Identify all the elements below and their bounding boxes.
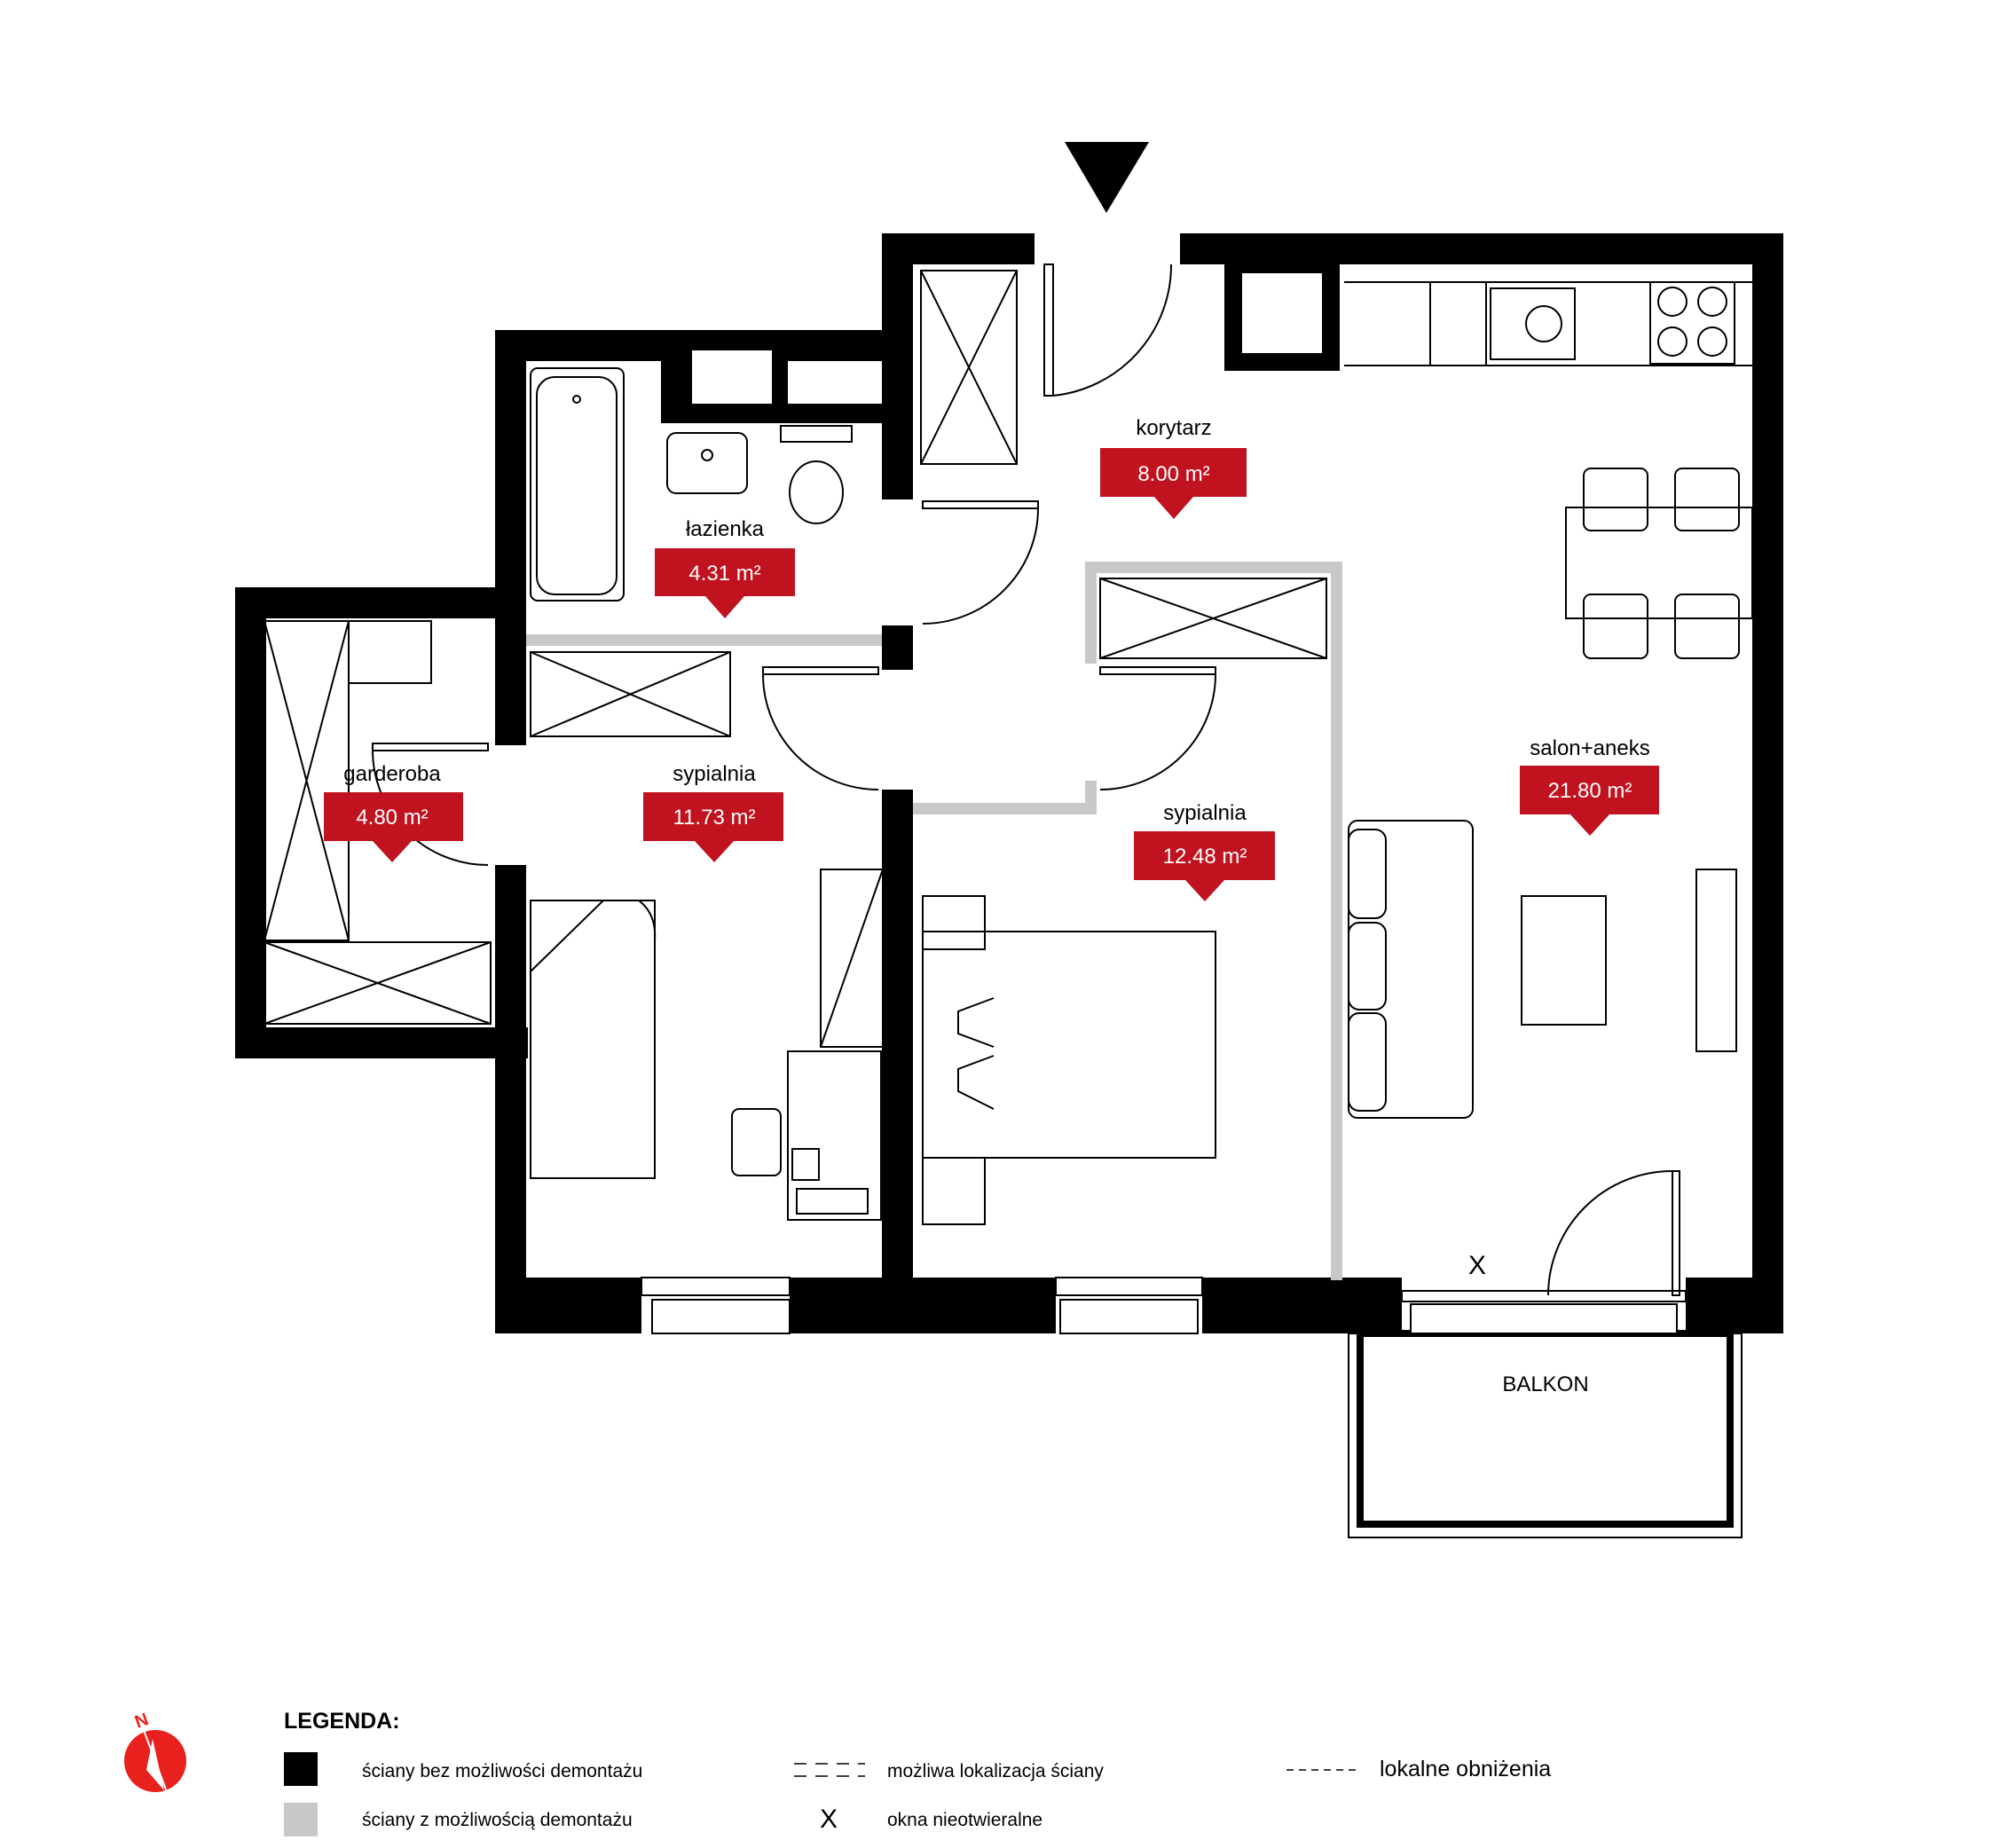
legend-removable-walls: ściany z możliwością demontażu: [362, 1810, 633, 1830]
fixed-windows-symbol: X: [820, 1805, 838, 1834]
area-badge: [324, 792, 463, 862]
legend-swatch-fixed-walls: [284, 1752, 318, 1786]
area-badge: [1134, 831, 1275, 901]
room-name: korytarz: [1136, 416, 1211, 440]
legend-symbols: X: [794, 1763, 1359, 1834]
legend-swatch-removable-walls: [284, 1803, 318, 1836]
svg-text:N: N: [132, 1710, 151, 1733]
area-badge: [655, 548, 795, 618]
entrance-arrow-icon: [1065, 142, 1149, 213]
room-area: 12.48 m²: [1163, 845, 1247, 869]
room-area: 11.73 m²: [673, 806, 756, 830]
shaft-voids: [266, 273, 1322, 1027]
doors: [372, 263, 1680, 1296]
room-name: salon+aneks: [1530, 736, 1649, 760]
room-name: sypialnia: [1163, 801, 1247, 825]
legend-fixed-walls: ściany bez możliwości demontażu: [362, 1761, 643, 1781]
room-name: sypialnia: [673, 762, 756, 786]
room-salon-aneks: salon+aneks 21.80 m²: [1520, 736, 1659, 836]
furniture: [264, 270, 1753, 1225]
room-area: 21.80 m²: [1548, 779, 1632, 803]
balcony-label: BALKON: [1502, 1372, 1588, 1396]
legend-title: LEGENDA:: [284, 1709, 400, 1734]
room-garderoba: garderoba 4.80 m²: [324, 762, 463, 862]
fixed-window-mark: X: [1468, 1251, 1486, 1280]
room-area: 4.31 m²: [688, 562, 760, 586]
room-name: łazienka: [686, 517, 765, 541]
compass-icon: N: [124, 1710, 186, 1797]
legend-fixed-windows: okna nieotwieralne: [887, 1810, 1043, 1830]
area-badge: [643, 792, 783, 862]
room-name: garderoba: [343, 762, 441, 786]
balcony: [1348, 1330, 1743, 1538]
area-badge: [1100, 448, 1247, 519]
removable-walls: [526, 562, 1342, 1280]
room-sypialnia-1: sypialnia 11.73 m²: [643, 762, 783, 862]
room-korytarz: korytarz 8.00 m²: [1100, 416, 1247, 519]
area-badge: [1520, 766, 1659, 836]
legend-lowered-ceiling: lokalne obniżenia: [1380, 1757, 1552, 1781]
room-lazienka: łazienka 4.31 m²: [655, 517, 795, 618]
room-area: 8.00 m²: [1137, 462, 1209, 486]
legend-possible-wall: możliwa lokalizacja ściany: [887, 1761, 1104, 1781]
room-sypialnia-2: sypialnia 12.48 m²: [1134, 801, 1275, 901]
room-area: 4.80 m²: [356, 806, 428, 830]
windows: [641, 1277, 1687, 1334]
